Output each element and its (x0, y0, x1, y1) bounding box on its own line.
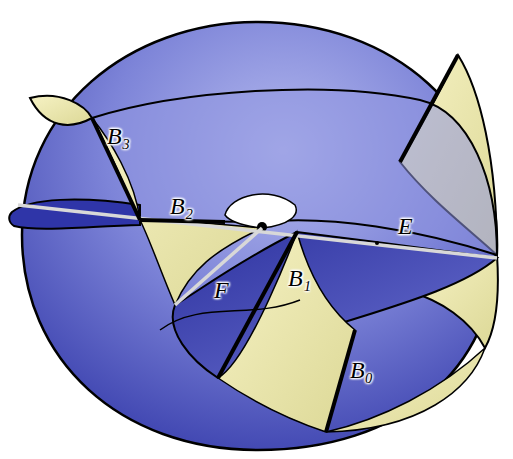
surface-lobe (9, 200, 140, 229)
segment-line (140, 220, 225, 222)
point-label: B₀ (350, 358, 373, 382)
point-label: B₂ (170, 194, 193, 218)
point-label: F (214, 278, 229, 302)
surface-patch (218, 232, 355, 432)
segment-line (400, 55, 458, 162)
point-label: E (398, 214, 413, 238)
surface-curve (160, 300, 300, 330)
axis-point (375, 241, 379, 245)
surface-patch (326, 348, 485, 432)
point-label: B₃ (107, 124, 130, 148)
surface-patch (30, 96, 92, 125)
axis-line (175, 228, 262, 305)
surface-outline (22, 22, 497, 450)
point-label: B₁ (288, 266, 311, 290)
segment-line (218, 232, 297, 378)
segment-line (92, 118, 140, 220)
